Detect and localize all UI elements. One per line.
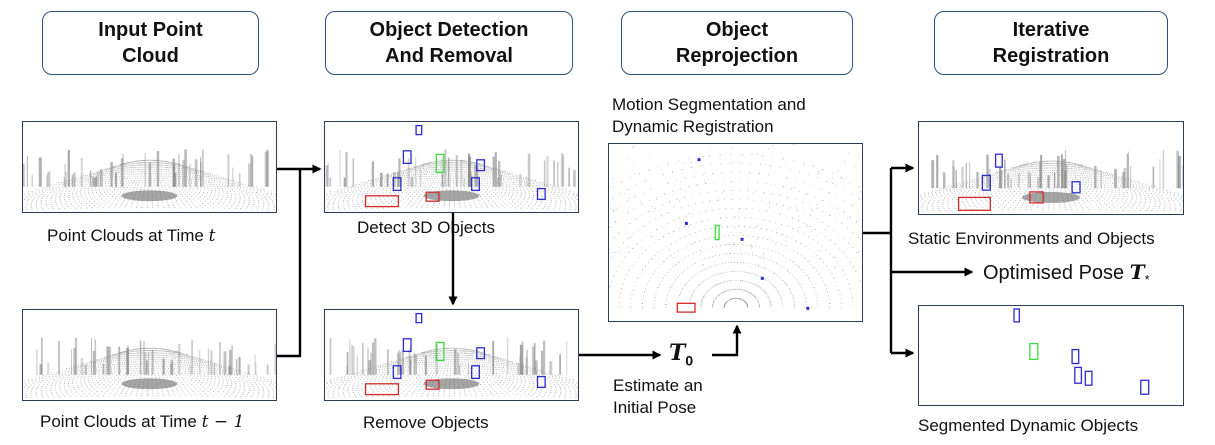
panel-static-environment — [918, 121, 1184, 215]
caption-point-clouds-t: Point Clouds at Time t — [47, 226, 216, 246]
panel-remove-objects — [324, 309, 579, 401]
caption-segmented-dynamic: Segmented Dynamic Objects — [918, 416, 1139, 435]
caption-motion-segmentation: Motion Segmentation and Dynamic Registra… — [612, 95, 806, 136]
panel-point-cloud-t — [22, 121, 277, 213]
static-environment-image — [920, 150, 1183, 212]
panel-detect-objects — [324, 121, 579, 213]
caption-remove-objects: Remove Objects — [363, 413, 489, 432]
point-cloud-removed-image — [326, 312, 578, 398]
caption-estimate-initial-pose: Estimate an Initial Pose — [613, 376, 703, 417]
header-input-point-cloud: Input Point Cloud — [42, 11, 259, 75]
caption-static-environments: Static Environments and Objects — [908, 229, 1155, 248]
arrow-t0-to-motion — [712, 324, 742, 357]
panel-motion-segmentation — [608, 143, 863, 322]
panel-point-cloud-t-minus-1 — [22, 309, 277, 401]
initial-pose-symbol: T0 — [669, 340, 694, 369]
header-object-detection: Object Detection And Removal — [325, 11, 573, 75]
bev-point-cloud-image — [609, 144, 862, 313]
point-cloud-image — [24, 337, 276, 398]
dynamic-objects-image — [1013, 308, 1150, 395]
point-cloud-image — [23, 149, 276, 210]
caption-optimised-pose: Optimised Pose T* — [983, 260, 1150, 287]
point-cloud-detections-image — [325, 124, 578, 210]
header-object-reprojection: Object Reprojection — [621, 11, 853, 75]
arrow-pc-t1-to-detect — [277, 169, 302, 358]
caption-detect-objects: Detect 3D Objects — [357, 218, 495, 237]
caption-point-clouds-t-minus-1: Point Clouds at Time t − 1 — [40, 412, 245, 432]
header-iterative-registration: Iterative Registration — [934, 11, 1168, 75]
panel-segmented-dynamic — [918, 305, 1184, 406]
